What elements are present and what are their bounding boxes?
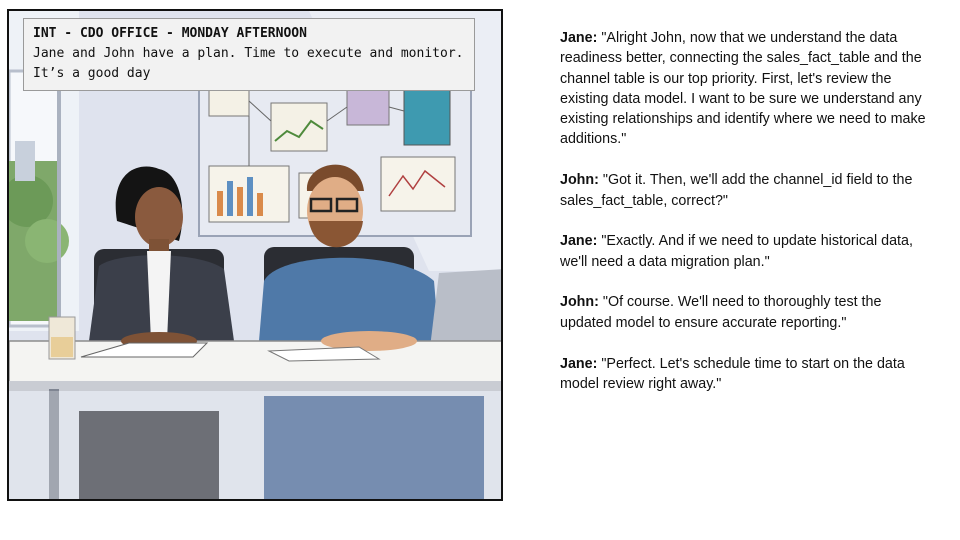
comic-panel: INT - CDO OFFICE - MONDAY AFTERNOON Jane… bbox=[7, 9, 503, 501]
dialogue-text: "Perfect. Let's schedule time to start o… bbox=[560, 355, 905, 392]
notebook bbox=[80, 342, 209, 358]
speaker-name: Jane: bbox=[560, 233, 598, 250]
speaker-name: John: bbox=[560, 294, 599, 311]
speaker-name: John: bbox=[560, 172, 599, 189]
speaker-name: Jane: bbox=[560, 30, 598, 46]
dialogue-script: Jane: "Alright John, now that we underst… bbox=[560, 28, 936, 415]
papers bbox=[267, 346, 381, 362]
dialogue-line-4: John: "Of course. We'll need to thorough… bbox=[560, 292, 936, 333]
floor bbox=[9, 391, 501, 499]
john-figure bbox=[259, 164, 484, 499]
dialogue-text: "Got it. Then, we'll add the channel_id … bbox=[560, 172, 913, 209]
office-scene-illustration bbox=[9, 11, 501, 499]
dialogue-text: "Of course. We'll need to thoroughly tes… bbox=[560, 294, 882, 331]
dialogue-text: "Exactly. And if we need to update histo… bbox=[560, 233, 913, 270]
john-hands bbox=[321, 331, 417, 351]
dialogue-text: "Alright John, now that we understand th… bbox=[560, 30, 926, 148]
speaker-name: Jane: bbox=[560, 355, 598, 372]
scene-description: Jane and John have a plan. Time to execu… bbox=[33, 46, 464, 81]
dialogue-line-5: Jane: "Perfect. Let's schedule time to s… bbox=[560, 354, 936, 395]
narration-caption-box: INT - CDO OFFICE - MONDAY AFTERNOON Jane… bbox=[23, 18, 475, 91]
jane-figure bbox=[79, 166, 234, 499]
dialogue-line-2: John: "Got it. Then, we'll add the chann… bbox=[560, 170, 936, 211]
scene-heading: INT - CDO OFFICE - MONDAY AFTERNOON bbox=[33, 26, 307, 41]
dialogue-line-1: Jane: "Alright John, now that we underst… bbox=[560, 28, 936, 150]
desk bbox=[9, 340, 501, 384]
dialogue-line-3: Jane: "Exactly. And if we need to update… bbox=[560, 231, 936, 272]
